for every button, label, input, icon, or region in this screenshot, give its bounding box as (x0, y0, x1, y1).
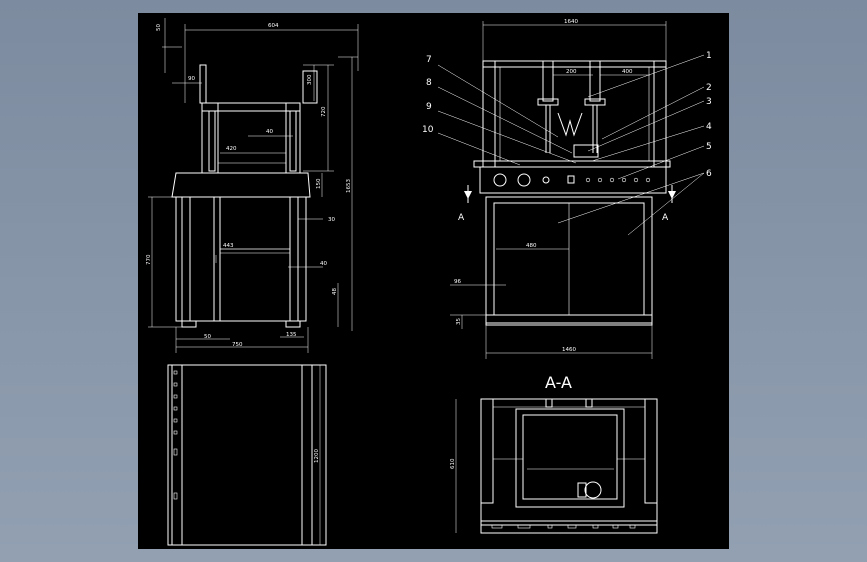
dim-base-width: 750 (232, 342, 243, 348)
cad-drawing: 604 50 90 40 420 300 720 150 (146, 18, 712, 546)
dim-total-height: 1653 (346, 179, 352, 193)
section-mark-left: A (458, 213, 465, 223)
dim-135: 135 (286, 332, 297, 338)
callout-6: 6 (706, 169, 712, 179)
callout-4: 4 (706, 122, 712, 132)
callout-8: 8 (426, 78, 432, 88)
callout-5: 5 (706, 142, 712, 152)
dim-30: 30 (328, 217, 335, 223)
dim-small-50: 50 (156, 24, 162, 31)
section-title: A-A (545, 373, 572, 392)
callout-2: 2 (706, 83, 712, 93)
dim-770: 770 (146, 254, 152, 265)
dim-720: 720 (321, 106, 327, 117)
callout-7: 7 (426, 55, 432, 65)
dim-section-depth: 610 (450, 458, 456, 469)
dim-top-width: 604 (268, 23, 279, 29)
dim-150: 150 (316, 178, 322, 189)
callout-1: 1 (706, 51, 712, 61)
dim-96: 96 (454, 279, 461, 285)
dim-90: 90 (188, 76, 195, 82)
dim-420: 420 (226, 146, 237, 152)
callout-3: 3 (706, 97, 712, 107)
dim-48: 48 (332, 288, 338, 295)
section-view: A-A 610 (450, 373, 658, 534)
dim-480: 480 (526, 243, 537, 249)
side-view: 604 50 90 40 420 300 720 150 (146, 18, 359, 353)
callout-9: 9 (426, 102, 432, 112)
section-mark-right: A (662, 213, 669, 223)
dim-200: 200 (566, 69, 577, 75)
dim-front-base-width: 1460 (562, 347, 576, 353)
dim-40: 40 (266, 129, 273, 135)
callout-10: 10 (422, 125, 434, 135)
dim-400: 400 (622, 69, 633, 75)
top-view: 1200 (167, 364, 327, 546)
dim-443: 443 (223, 243, 234, 249)
dim-top-view-depth: 1200 (314, 449, 320, 463)
dim-35: 35 (456, 318, 462, 325)
front-view: 1640 200 400 (422, 19, 712, 359)
dim-40b: 40 (320, 261, 327, 267)
dim-300: 300 (307, 74, 313, 85)
dim-50: 50 (204, 334, 211, 340)
dim-front-top-width: 1640 (564, 19, 578, 25)
drawing-canvas[interactable]: 604 50 90 40 420 300 720 150 (138, 13, 729, 549)
